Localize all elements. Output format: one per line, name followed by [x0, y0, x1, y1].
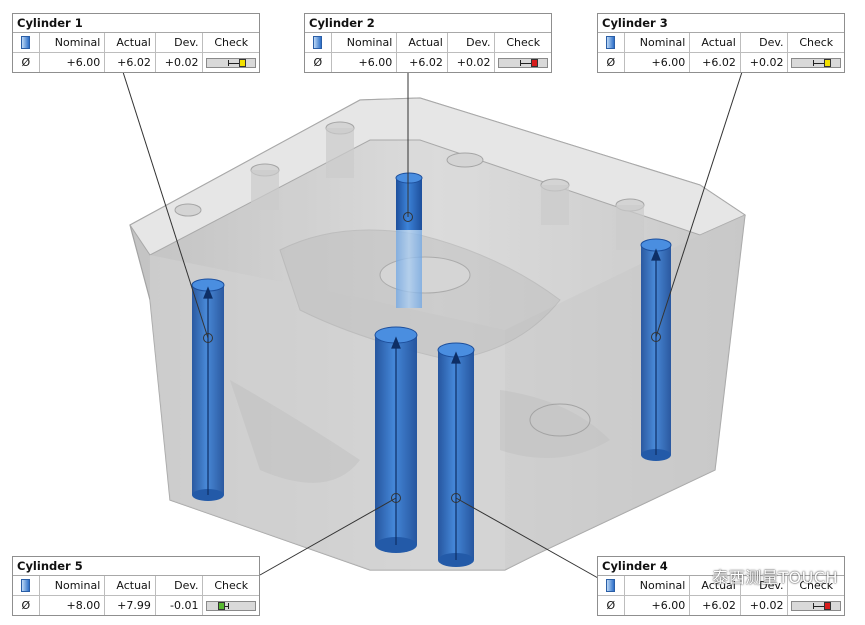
table-header-row: Nominal Actual Dev. Check: [598, 33, 844, 53]
actual-header: Actual: [105, 576, 156, 595]
table-title: Cylinder 5: [13, 557, 259, 576]
diameter-symbol: Ø: [598, 53, 625, 72]
table-header-row: Nominal Actual Dev. Check: [598, 576, 844, 596]
dev-value: +0.02: [448, 53, 496, 72]
table-header-row: Nominal Actual Dev. Check: [305, 33, 551, 53]
wechat-watermark: 泰西测量TOUCH: [712, 568, 838, 587]
nominal-header: Nominal: [625, 576, 691, 595]
table-header-row: Nominal Actual Dev. Check: [13, 33, 259, 53]
diameter-symbol: Ø: [13, 596, 40, 615]
dev-header: Dev.: [741, 33, 789, 52]
nominal-header: Nominal: [625, 33, 691, 52]
nominal-value: +8.00: [40, 596, 106, 615]
cylinder-2-table: Cylinder 2 Nominal Actual Dev. Check Ø +…: [304, 13, 552, 73]
table-row: Ø +6.00 +6.02 +0.02: [598, 53, 844, 72]
nominal-header: Nominal: [40, 576, 106, 595]
nominal-value: +6.00: [625, 53, 691, 72]
diameter-symbol: Ø: [305, 53, 332, 72]
table-row: Ø +6.00 +6.02 +0.02: [305, 53, 551, 72]
check-header: Check: [799, 579, 834, 592]
dev-header: Dev.: [156, 576, 204, 595]
check-indicator: [531, 58, 539, 67]
measure-color-icon: [606, 579, 616, 592]
diameter-symbol: Ø: [598, 596, 625, 615]
actual-header: Actual: [105, 33, 156, 52]
cylinder-1-table: Cylinder 1 Nominal Actual Dev. Check Ø +…: [12, 13, 260, 73]
actual-value: +6.02: [105, 53, 156, 72]
nominal-value: +6.00: [625, 596, 691, 615]
nominal-header: Nominal: [40, 33, 106, 52]
measure-color-icon: [21, 36, 31, 49]
actual-value: +6.02: [397, 53, 448, 72]
actual-value: +6.02: [690, 53, 741, 72]
actual-header: Actual: [397, 33, 448, 52]
check-indicator: [239, 58, 247, 67]
table-title: Cylinder 3: [598, 14, 844, 33]
dev-value: -0.01: [156, 596, 204, 615]
measure-color-icon: [313, 36, 323, 49]
check-header: Check: [214, 36, 249, 49]
check-gauge: [791, 57, 842, 68]
check-header: Check: [506, 36, 541, 49]
dev-value: +0.02: [741, 596, 789, 615]
check-gauge: [206, 57, 257, 68]
dev-header: Dev.: [448, 33, 496, 52]
check-gauge: [206, 600, 257, 611]
dev-value: +0.02: [741, 53, 789, 72]
actual-value: +6.02: [690, 596, 741, 615]
table-header-row: Nominal Actual Dev. Check: [13, 576, 259, 596]
dev-header: Dev.: [156, 33, 204, 52]
table-row: Ø +6.00 +6.02 +0.02: [13, 53, 259, 72]
check-gauge: [498, 57, 549, 68]
check-header: Check: [799, 36, 834, 49]
table-row: Ø +8.00 +7.99 -0.01: [13, 596, 259, 615]
diameter-symbol: Ø: [13, 53, 40, 72]
measure-color-icon: [606, 36, 616, 49]
nominal-value: +6.00: [332, 53, 398, 72]
table-title: Cylinder 2: [305, 14, 551, 33]
cylinder-2-highlight: [395, 172, 423, 308]
actual-header: Actual: [690, 33, 741, 52]
dev-value: +0.02: [156, 53, 204, 72]
check-gauge: [791, 600, 842, 611]
cylinder-4-table: Cylinder 4 Nominal Actual Dev. Check Ø +…: [597, 556, 845, 616]
cylinder-axes: [203, 248, 661, 560]
table-title: Cylinder 1: [13, 14, 259, 33]
cylinder-5-table: Cylinder 5 Nominal Actual Dev. Check Ø +…: [12, 556, 260, 616]
check-indicator: [218, 601, 226, 610]
nominal-header: Nominal: [332, 33, 398, 52]
table-title: Cylinder 4: [598, 557, 844, 576]
check-indicator: [824, 58, 832, 67]
check-header: Check: [214, 579, 249, 592]
actual-value: +7.99: [105, 596, 156, 615]
nominal-value: +6.00: [40, 53, 106, 72]
dev-header: Dev.: [741, 576, 789, 595]
callout-leaders: [122, 71, 743, 579]
measure-color-icon: [21, 579, 31, 592]
table-row: Ø +6.00 +6.02 +0.02: [598, 596, 844, 615]
actual-header: Actual: [690, 576, 741, 595]
check-indicator: [824, 601, 832, 610]
cylinder-3-table: Cylinder 3 Nominal Actual Dev. Check Ø +…: [597, 13, 845, 73]
